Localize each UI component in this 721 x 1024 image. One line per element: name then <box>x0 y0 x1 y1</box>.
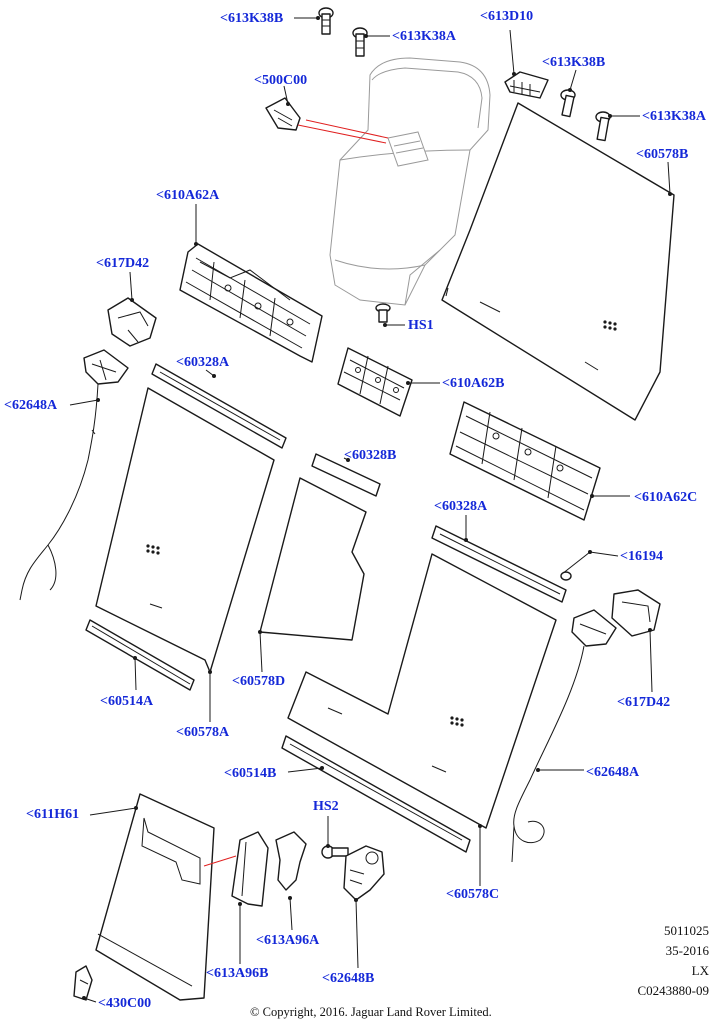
copyright-notice: © Copyright, 2016. Jaguar Land Rover Lim… <box>250 1005 492 1019</box>
callout-60578A: <60578A <box>176 725 230 740</box>
part-60328B-rail <box>311 453 381 497</box>
part-60328A-left-rail <box>151 363 287 449</box>
leader-500C00-red-a <box>297 124 387 144</box>
callout-613K38B-top: <613K38B <box>220 11 284 26</box>
reference-line-4: C0243880-09 <box>637 983 710 998</box>
reference-line-3: LX <box>691 963 709 978</box>
part-617D42-right-latch <box>611 589 661 637</box>
part-60514B-rail <box>281 735 471 853</box>
callout-617D42-left: <617D42 <box>96 256 150 271</box>
callout-60578B: <60578B <box>636 147 689 162</box>
callout-500C00: <500C00 <box>254 73 308 88</box>
part-613A96B-cover <box>231 831 269 907</box>
callout-62648B: <62648B <box>322 971 375 986</box>
callout-60514A: <60514A <box>100 694 154 709</box>
ghost-seatback-outline <box>329 57 491 306</box>
callout-611H61: <611H61 <box>26 807 80 822</box>
part-610A62C-bracket <box>449 401 601 521</box>
callout-HS2: HS2 <box>313 799 339 814</box>
part-613D10-guide <box>504 71 549 99</box>
part-60578C-right-panel <box>287 553 557 829</box>
callout-430C00: <430C00 <box>98 996 152 1011</box>
part-60578B-seatback-panel <box>441 102 675 421</box>
callout-613D10: <613D10 <box>480 9 534 24</box>
leader-dots <box>82 16 672 1000</box>
part-613K38B-right-bolt <box>560 89 576 118</box>
part-60578A-left-panel <box>95 387 275 673</box>
callout-60514B: <60514B <box>224 766 277 781</box>
callout-HS1: HS1 <box>408 318 434 333</box>
reference-block: 5011025 35-2016 LX C0243880-09 <box>638 923 710 998</box>
callout-60328A-left: <60328A <box>176 355 230 370</box>
callout-613A96A: <613A96A <box>256 933 320 948</box>
callout-613K38B-right: <613K38B <box>542 55 606 70</box>
part-613K38A-top-bolt <box>352 27 368 57</box>
callout-610A62A: <610A62A <box>156 188 220 203</box>
callout-613K38A-right: <613K38A <box>642 109 706 124</box>
callout-16194: <16194 <box>620 549 663 564</box>
callout-62648A-right: <62648A <box>586 765 640 780</box>
part-HS2-stud <box>321 845 349 859</box>
callout-62648A-left: <62648A <box>4 398 58 413</box>
part-610A62B-bracket <box>337 347 413 417</box>
part-HS1-stud <box>375 303 391 323</box>
part-611H61-rear-panel <box>95 793 215 1001</box>
part-613K38A-right-bolt <box>595 111 611 142</box>
part-613A96A-cover <box>275 831 307 891</box>
part-613K38B-top-bolt <box>318 7 334 35</box>
callout-60328A-right: <60328A <box>434 499 488 514</box>
callout-613A96B: <613A96B <box>206 966 269 981</box>
part-16194-pin <box>560 551 591 581</box>
leader-lines <box>69 17 671 1003</box>
part-62648A-left-cable <box>19 349 129 601</box>
callout-610A62C: <610A62C <box>634 490 698 505</box>
callout-60578C: <60578C <box>446 887 500 902</box>
callout-617D42-right: <617D42 <box>617 695 671 710</box>
part-60578D-middle-panel <box>259 477 367 641</box>
callout-60328B: <60328B <box>344 448 397 463</box>
part-62648B-latch <box>343 845 385 901</box>
callout-610A62B: <610A62B <box>442 376 505 391</box>
part-430C00-clip <box>73 965 93 1001</box>
part-60514A-rail <box>85 619 195 691</box>
reference-line-1: 5011025 <box>663 923 709 938</box>
part-610A62A-bracket <box>179 243 323 363</box>
leader-611H61-red <box>203 855 237 867</box>
part-62648A-right-cable <box>511 609 617 863</box>
reference-line-2: 35-2016 <box>665 943 709 958</box>
part-60328A-right-rail <box>431 525 567 603</box>
leader-500C00-red-b <box>305 119 389 139</box>
callout-613K38A-top: <613K38A <box>392 29 456 44</box>
part-617D42-left-latch <box>107 297 157 347</box>
part-500C00-clip <box>265 97 301 131</box>
callout-60578D: <60578D <box>232 674 286 689</box>
